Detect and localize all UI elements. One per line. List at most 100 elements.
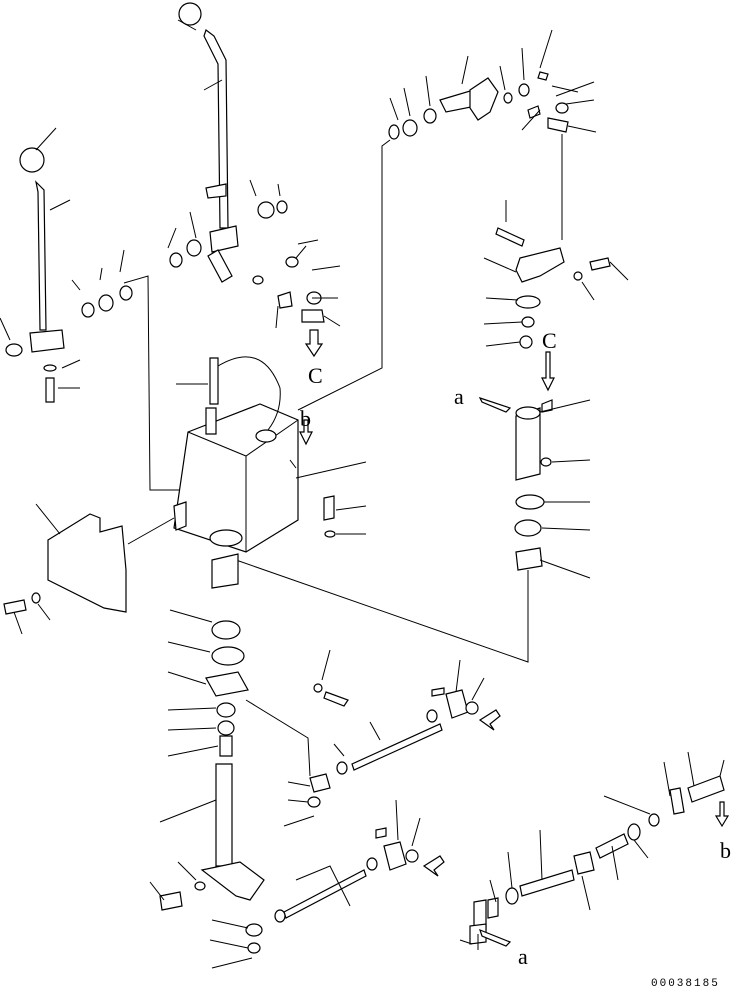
left-ring[interactable] (119, 285, 133, 301)
right-arm-washer[interactable] (573, 271, 583, 281)
left-washer-1[interactable] (81, 302, 95, 318)
lower-rod-pin[interactable] (375, 827, 387, 839)
br-pin[interactable] (669, 787, 685, 815)
callout-a-mid: a (454, 384, 464, 409)
cover-plate[interactable] (47, 513, 127, 613)
right-bushing[interactable] (515, 547, 543, 571)
center-lever-hub[interactable] (209, 225, 239, 253)
right-nut[interactable] (519, 335, 533, 349)
mid-rod-pin[interactable] (431, 687, 445, 697)
center-lever-arm[interactable] (207, 249, 233, 283)
lower-rod-assembly (274, 799, 445, 923)
tr-washer-1[interactable] (388, 124, 400, 140)
left-washer-2[interactable] (43, 364, 57, 372)
center-clevis[interactable] (301, 309, 325, 323)
housing-shaft[interactable] (211, 553, 239, 589)
lower-nut-2[interactable] (245, 923, 263, 937)
left-bolt[interactable] (45, 377, 55, 403)
drawing-code: 00038185 (651, 978, 720, 990)
right-arm[interactable] (515, 247, 565, 283)
left-lever-knob[interactable] (19, 147, 45, 173)
lower-stud[interactable] (219, 735, 233, 757)
center-block[interactable] (277, 291, 293, 309)
right-arm-bolt[interactable] (589, 257, 611, 271)
right-small-washer[interactable] (521, 316, 535, 328)
tr-pin[interactable] (537, 71, 549, 81)
lower-washer[interactable] (216, 702, 236, 718)
lower-nut-3[interactable] (247, 942, 261, 954)
mid-rod-clevis[interactable] (445, 689, 469, 719)
right-seal-2[interactable] (514, 519, 542, 537)
lower-shaft[interactable] (215, 763, 233, 867)
center-lever-knob[interactable] (178, 2, 202, 26)
lower-lever-bolt[interactable] (159, 891, 183, 911)
left-lever-pin[interactable] (5, 343, 23, 357)
lower-bearing-1[interactable] (211, 620, 241, 640)
housing-body[interactable] (173, 403, 299, 553)
mid-rod-end[interactable] (309, 773, 331, 793)
top-right-linkage (297, 29, 597, 411)
housing-bracket[interactable] (173, 501, 187, 531)
right-shaft-washer[interactable] (540, 457, 552, 467)
center-lever-clip[interactable] (205, 183, 227, 199)
lower-rod-nut-left[interactable] (274, 909, 286, 923)
center-bushing[interactable] (257, 201, 275, 219)
housing-hole[interactable] (255, 429, 277, 443)
br-washer[interactable] (648, 813, 660, 827)
tr-lever[interactable] (469, 77, 499, 121)
br-nut[interactable] (487, 897, 499, 919)
lock-pin[interactable] (209, 357, 219, 405)
br-cylinder[interactable] (687, 775, 725, 803)
mid-rod[interactable] (351, 723, 443, 771)
br-collar[interactable] (573, 851, 595, 875)
right-shaft-top[interactable] (515, 406, 541, 420)
center-ring[interactable] (276, 200, 288, 214)
lower-rod-clevis[interactable] (383, 841, 407, 871)
lower-rod[interactable] (283, 869, 367, 919)
housing-pin-post[interactable] (205, 407, 217, 435)
left-lever-rod[interactable] (35, 180, 47, 331)
right-plate-washer[interactable] (515, 295, 541, 309)
housing-bore[interactable] (209, 529, 243, 547)
cover-washer[interactable] (31, 592, 41, 604)
center-nut[interactable] (285, 256, 299, 268)
tr-clevis[interactable] (547, 117, 569, 133)
center-lever-rod[interactable] (203, 29, 229, 229)
housing-bolt[interactable] (323, 495, 335, 521)
center-washer-1[interactable] (169, 252, 183, 268)
lower-rod-locknut[interactable] (405, 849, 419, 863)
tr-block[interactable] (527, 105, 541, 119)
mid-rod-bolt-top[interactable] (323, 691, 349, 707)
tr-nut[interactable] (518, 83, 530, 97)
left-cover-assembly (3, 503, 175, 635)
mid-rod-nut-right[interactable] (426, 709, 438, 723)
right-seal-1[interactable] (515, 494, 545, 510)
br-bushing[interactable] (627, 823, 641, 841)
tr-ring[interactable] (423, 108, 437, 124)
center-housing (173, 356, 367, 589)
mid-rod-nut-left[interactable] (336, 761, 348, 775)
lower-lever[interactable] (200, 861, 265, 901)
lower-rod-nut-right[interactable] (366, 857, 378, 871)
lower-seal[interactable] (211, 646, 245, 666)
left-bushing[interactable] (98, 294, 114, 312)
center-washer-2[interactable] (186, 239, 202, 257)
lower-lever-washer[interactable] (194, 881, 206, 891)
br-shaft[interactable] (519, 869, 575, 897)
right-shaft-bolt[interactable] (541, 399, 553, 413)
spring[interactable] (495, 227, 525, 247)
mid-rod-locknut[interactable] (465, 701, 479, 715)
lower-shaft-stack (149, 609, 311, 969)
tr-bearing[interactable] (402, 119, 418, 137)
lower-nut[interactable] (217, 720, 235, 736)
br-ring[interactable] (505, 887, 519, 905)
left-lever-base[interactable] (29, 329, 65, 353)
mid-rod-washer-top[interactable] (313, 683, 323, 693)
lower-clamp[interactable] (205, 671, 249, 697)
cover-bolt[interactable] (3, 599, 27, 615)
mid-rod-end-nut[interactable] (307, 796, 321, 808)
center-washer-3[interactable] (252, 275, 264, 285)
tr-locknut[interactable] (555, 102, 569, 114)
tr-washer-2[interactable] (503, 92, 513, 104)
housing-washer[interactable] (324, 530, 336, 538)
